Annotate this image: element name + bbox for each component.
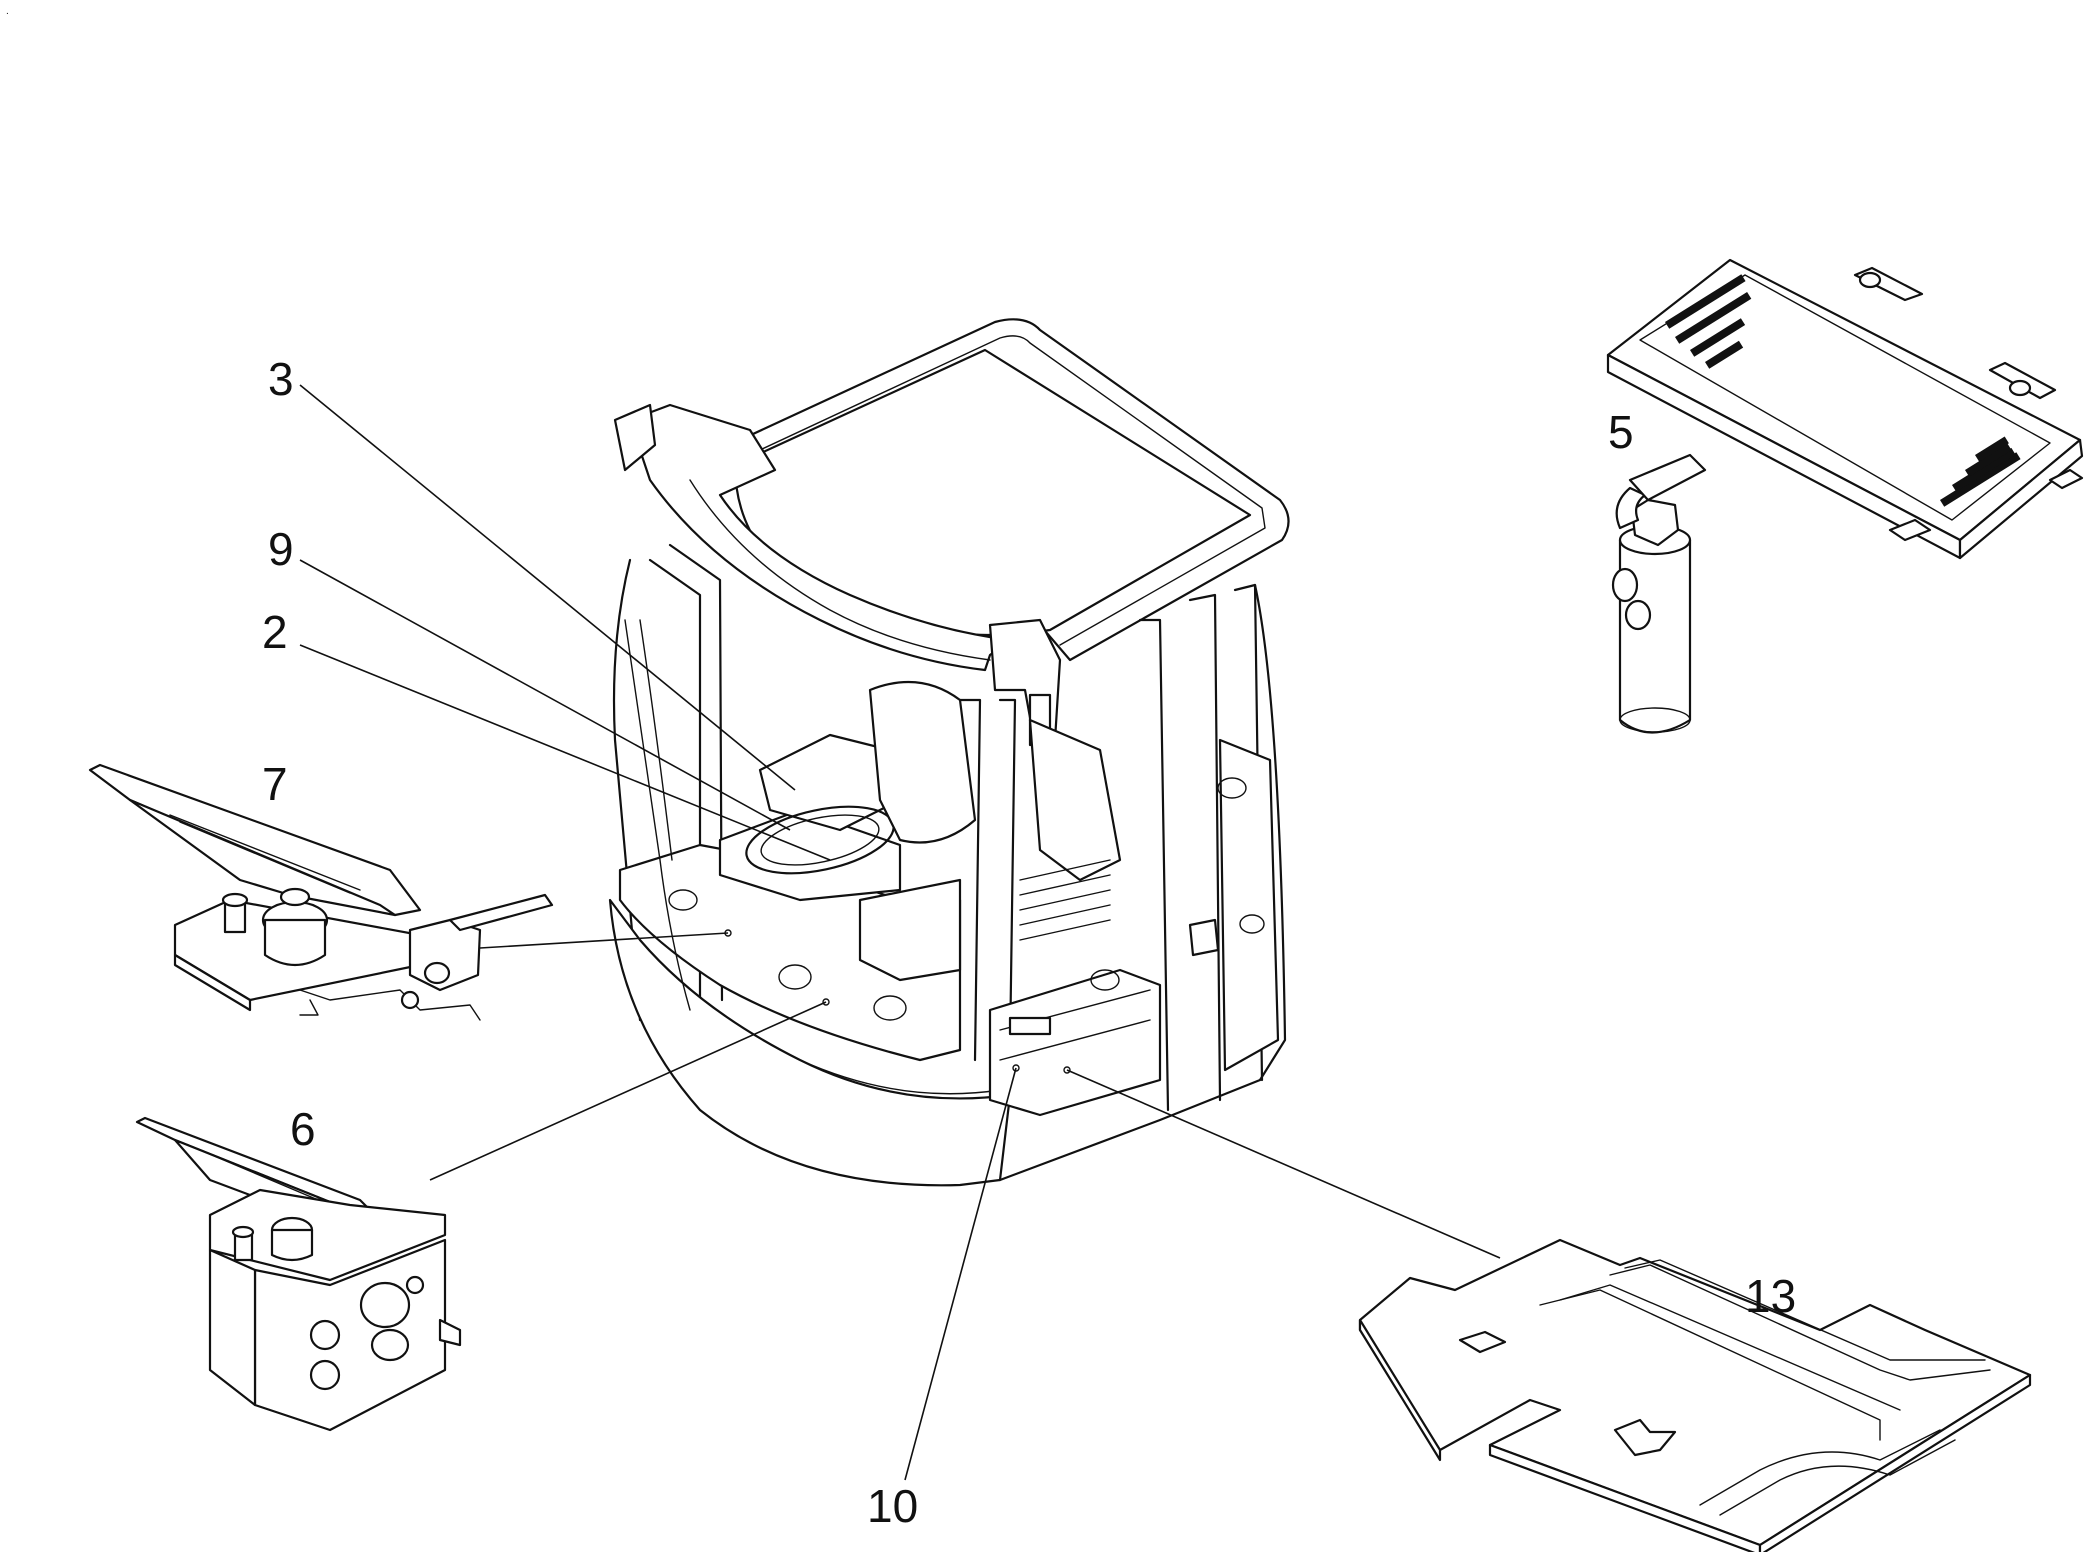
brake-valve-part-6 — [135, 1116, 462, 1432]
callout-7: 7 — [262, 758, 288, 810]
pedal-valve-part-7 — [88, 763, 554, 1021]
floor-mat-part-13 — [1358, 1238, 2032, 1552]
leader-lines — [299, 384, 1501, 1481]
callout-6: 6 — [290, 1103, 316, 1155]
callout-9: 9 — [268, 523, 294, 575]
callout-13: 13 — [1745, 1270, 1796, 1322]
callout-3: 3 — [268, 353, 294, 405]
callout-2: 2 — [262, 606, 288, 658]
condenser-part — [1606, 258, 2084, 734]
callout-10: 10 — [867, 1480, 918, 1532]
operator-cab — [608, 318, 1290, 1187]
callout-5: 5 — [1608, 406, 1634, 458]
callout-labels: 3 9 2 7 6 5 13 10 — [262, 353, 1796, 1532]
corner-mark: . — [6, 6, 9, 17]
